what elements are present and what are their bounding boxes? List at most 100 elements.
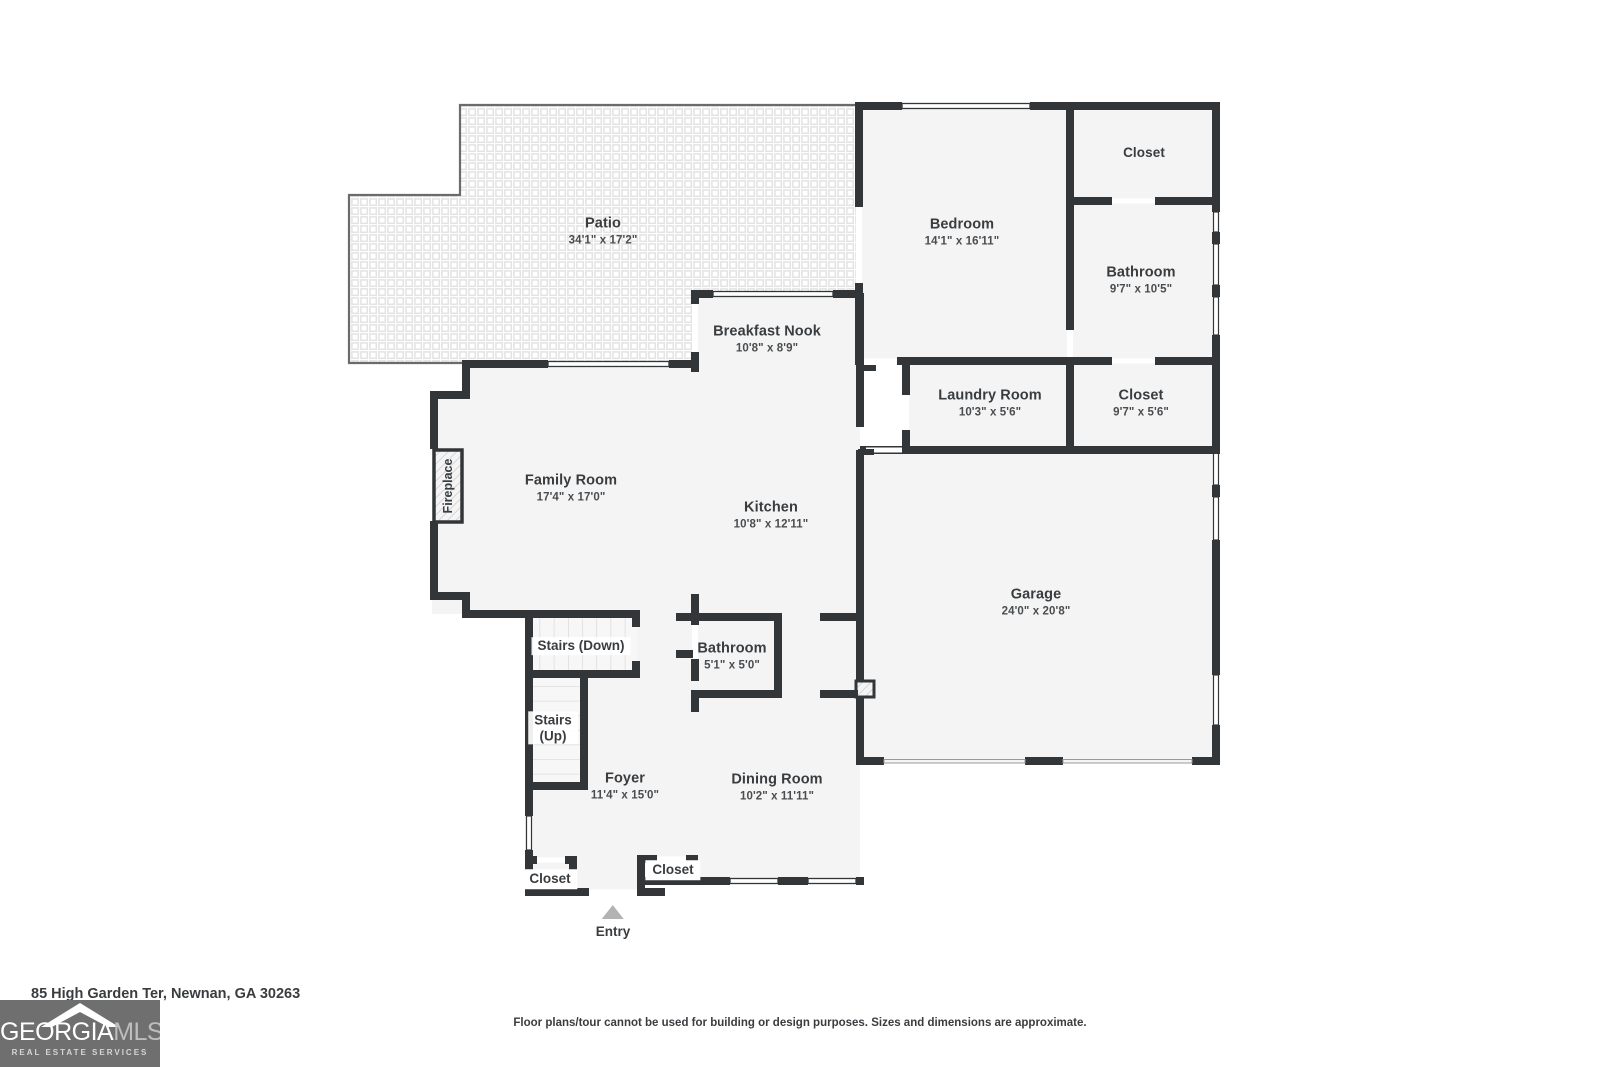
window-right-6 bbox=[1212, 674, 1220, 726]
wall-kitchen-right-a bbox=[856, 293, 864, 365]
wall-dining-bottom-b bbox=[778, 877, 808, 885]
wall-exterior-right-b bbox=[1212, 232, 1220, 244]
wall-dining-bottom-c bbox=[856, 877, 864, 885]
garage-door bbox=[883, 759, 1026, 764]
closet-top-floor bbox=[1070, 105, 1218, 200]
wall-halfbath-right bbox=[774, 613, 782, 698]
wall-closet-bath-right bbox=[1155, 197, 1220, 205]
wall-family-left-b bbox=[430, 521, 438, 599]
fireplace-graphic bbox=[432, 448, 464, 524]
walls bbox=[430, 102, 1220, 896]
bathroom-main-floor bbox=[1070, 200, 1218, 360]
wall-halfbath-top-b bbox=[699, 613, 782, 621]
wall-halfbath-left-stub bbox=[676, 650, 693, 658]
door-bath-to-closet bbox=[1112, 358, 1155, 364]
wall-house-bottom-left bbox=[525, 888, 589, 896]
wall-nook-kitchen-stub bbox=[858, 365, 876, 371]
wall-patio-bottom-left bbox=[463, 360, 548, 368]
wall-bedroom-right-a bbox=[1066, 102, 1074, 204]
wall-halfbath-left-a bbox=[691, 613, 699, 625]
wall-family-left-step-top bbox=[462, 360, 470, 398]
window-dining-2 bbox=[807, 877, 857, 885]
wall-family-bottom bbox=[462, 610, 532, 618]
wall-kitchen-garage-stub bbox=[858, 449, 874, 455]
wall-kitchen-stub-top bbox=[820, 613, 858, 621]
disclaimer-text: Floor plans/tour cannot be used for buil… bbox=[513, 1017, 1087, 1029]
door-closet-top bbox=[1112, 198, 1155, 204]
wall-garage-bottom-left bbox=[856, 757, 884, 765]
wall-bedroom-right-b bbox=[1066, 204, 1074, 330]
door-closet-left bbox=[537, 857, 565, 863]
window-right-3 bbox=[1212, 296, 1220, 336]
wall-family-step-h-top bbox=[430, 391, 470, 399]
wall-bedroom-bottom-b bbox=[897, 357, 1072, 365]
door-garage-entry bbox=[866, 447, 902, 453]
wall-closet-top bbox=[1070, 102, 1220, 110]
wall-kitchen-stub-bottom bbox=[820, 690, 858, 698]
wall-halfbath-top-a bbox=[676, 613, 699, 621]
window-dining-1 bbox=[729, 877, 779, 885]
window-right-2 bbox=[1212, 243, 1220, 286]
entry-marker: Entry bbox=[595, 905, 631, 939]
laundry-floor bbox=[905, 360, 1070, 450]
wall-stairsdown-right-bot bbox=[632, 661, 640, 675]
door-bedroom-bathroom bbox=[1067, 330, 1073, 362]
logo-brand-part2: MLS bbox=[113, 1018, 160, 1046]
wall-garage-bottom-mid bbox=[1025, 757, 1063, 765]
entry-label: Entry bbox=[595, 924, 631, 939]
property-address: 85 High Garden Ter, Newnan, GA 30263 bbox=[31, 986, 301, 1002]
wall-stairsup-bottom bbox=[525, 782, 588, 790]
wall-house-bottom-entry-r bbox=[637, 888, 665, 896]
wall-bedroom-top-right bbox=[1030, 102, 1070, 110]
logo-brand-part1: GEORGIA bbox=[0, 1018, 114, 1046]
wall-bath-closet-div-a bbox=[1070, 357, 1112, 365]
wall-dining-bottom-a bbox=[694, 877, 730, 885]
wall-laundry-closet-div bbox=[1066, 357, 1074, 452]
wall-family-left-a bbox=[430, 391, 438, 449]
window-family-top bbox=[547, 360, 670, 368]
wall-stairsdown-right-top bbox=[632, 613, 640, 627]
window-foyer-left bbox=[525, 815, 533, 851]
door-patio-bedroom bbox=[856, 207, 862, 283]
wall-stairsdown-top bbox=[525, 610, 640, 618]
wall-halfbath-stub-top bbox=[691, 594, 699, 616]
wall-garage-bottom-right bbox=[1192, 757, 1220, 765]
wall-family-left-step-bot bbox=[462, 592, 470, 617]
wall-exterior-right-e bbox=[1212, 485, 1220, 497]
door-closet-right bbox=[657, 856, 686, 862]
wall-patio-bottom-right bbox=[669, 360, 697, 368]
wall-exterior-right-d bbox=[1212, 335, 1220, 453]
window-nook-top bbox=[712, 290, 834, 298]
door-nook-patio bbox=[692, 304, 698, 352]
wall-exterior-right-c bbox=[1212, 285, 1220, 297]
closet-laundry-floor bbox=[1070, 360, 1218, 450]
wall-family-step-h-bottom bbox=[430, 592, 470, 600]
floor-fills bbox=[347, 103, 1218, 896]
wall-closet-right-top-a bbox=[645, 855, 657, 863]
window-right-4 bbox=[1212, 452, 1220, 486]
wall-stairsup-right bbox=[580, 670, 588, 790]
wall-laundry-left-bottom bbox=[902, 430, 910, 452]
wall-halfbath-left-b bbox=[691, 659, 699, 681]
window-bedroom-top bbox=[901, 102, 1031, 110]
georgia-mls-logo: GEORGIAMLS REAL ESTATE SERVICES bbox=[0, 1000, 160, 1067]
wall-nook-top-left bbox=[691, 290, 713, 298]
wall-exterior-right-a bbox=[1212, 102, 1220, 212]
wall-bedroom-top-left bbox=[857, 102, 902, 110]
window-right-1 bbox=[1212, 211, 1220, 233]
stairs-up-treads bbox=[527, 677, 585, 787]
stairs-down-treads bbox=[527, 615, 637, 673]
wall-dining-bottom-d bbox=[638, 877, 698, 885]
window-right-5 bbox=[1212, 496, 1220, 541]
wall-halfbath-bottom bbox=[691, 690, 782, 698]
wall-laundry-bottom bbox=[860, 446, 1220, 454]
logo-brand: GEORGIAMLS bbox=[0, 1020, 160, 1045]
wall-closet-left-top-a bbox=[525, 856, 537, 864]
logo-tagline: REAL ESTATE SERVICES bbox=[11, 1048, 149, 1057]
garage-floor bbox=[860, 450, 1218, 760]
wall-nook-left-top bbox=[691, 290, 699, 304]
entry-arrow-icon bbox=[601, 905, 624, 919]
wall-laundry-left-top bbox=[902, 357, 910, 395]
